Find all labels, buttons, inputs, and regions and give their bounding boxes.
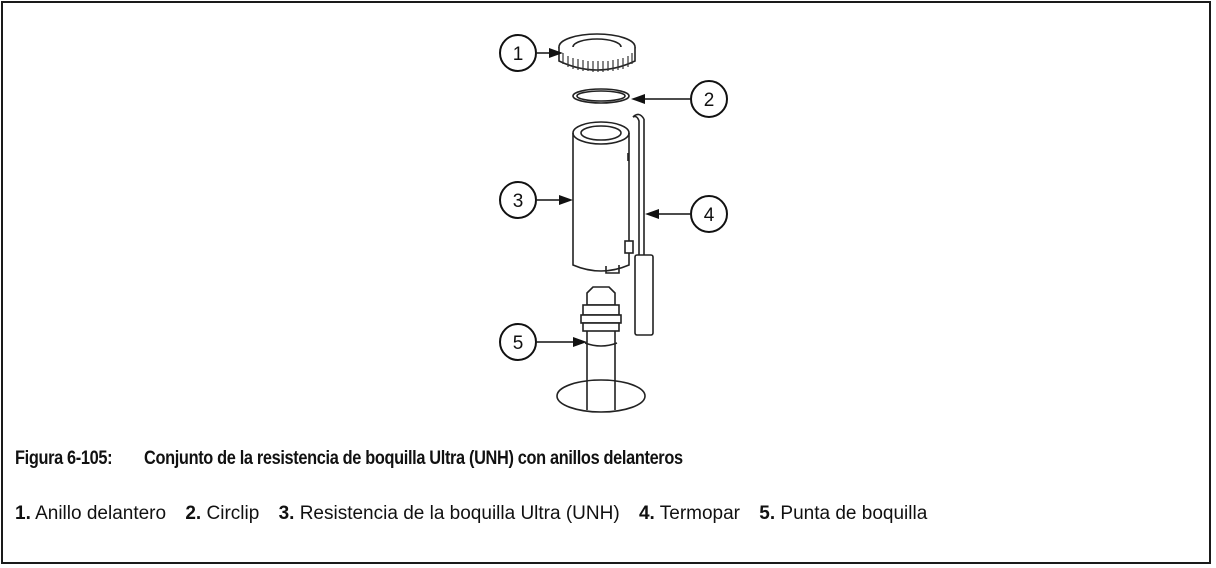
- callout-5: [499, 323, 587, 361]
- nozzle-heater-part: [572, 121, 634, 274]
- parts-legend: 1. Anillo delantero 2. Circlip 3. Resist…: [15, 500, 1195, 527]
- circlip-part: [572, 88, 630, 104]
- figure-number: Figura 6-105:: [15, 448, 113, 469]
- legend-item-number: 2.: [185, 503, 202, 524]
- legend-item-number: 3.: [278, 503, 295, 524]
- thermocouple-part: [632, 113, 654, 336]
- callout-2: [631, 80, 728, 118]
- callout-1: [499, 34, 563, 72]
- front-ring-part: [558, 33, 636, 72]
- figure-title: Conjunto de la resistencia de boquilla U…: [144, 448, 683, 469]
- legend-item: 2. Circlip: [185, 503, 259, 524]
- legend-item-number: 4.: [638, 503, 655, 524]
- legend-item: 5. Punta de boquilla: [759, 503, 927, 524]
- callout-4: [645, 195, 728, 233]
- figure-caption: Figura 6-105: Conjunto de la resistencia …: [15, 448, 683, 470]
- callout-1-label: 1: [513, 44, 524, 65]
- callout-3: [499, 181, 573, 219]
- legend-item-number: 1.: [15, 503, 31, 524]
- legend-item-text: Anillo delantero: [35, 503, 167, 524]
- callout-4-label: 4: [704, 205, 715, 226]
- legend-item: 1. Anillo delantero: [15, 503, 166, 524]
- legend-item-number: 5.: [759, 503, 776, 524]
- callout-2-label: 2: [704, 90, 715, 111]
- exploded-assembly-drawing: 1 2 3 4 5: [499, 33, 728, 413]
- callout-5-label: 5: [513, 333, 524, 354]
- legend-item-text: Circlip: [206, 503, 260, 524]
- callout-3-label: 3: [513, 191, 524, 212]
- legend-item-text: Termopar: [659, 503, 740, 524]
- legend-item: 4. Termopar: [639, 503, 740, 524]
- legend-item-text: Resistencia de la boquilla Ultra (UNH): [299, 503, 620, 524]
- nozzle-tip-part: [556, 286, 646, 413]
- legend-item-text: Punta de boquilla: [780, 503, 928, 524]
- legend-item: 3. Resistencia de la boquilla Ultra (UNH…: [279, 503, 620, 524]
